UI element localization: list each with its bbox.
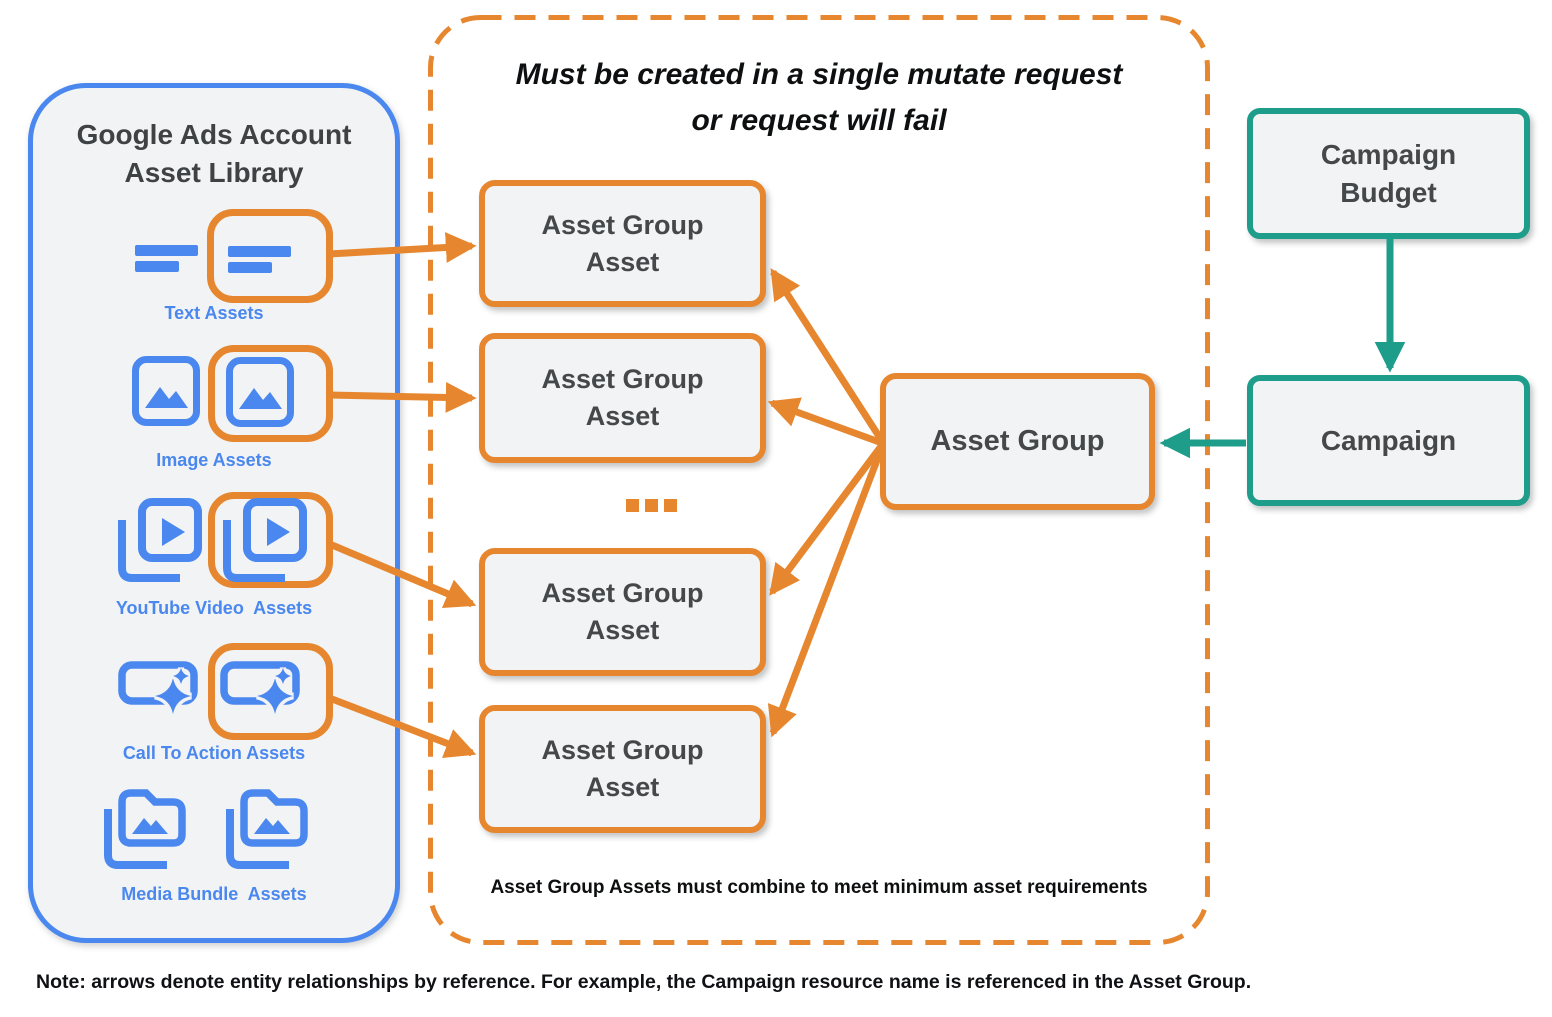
campaign-budget-box: Campaign Budget xyxy=(1247,108,1530,239)
library-title: Google Ads Account Asset Library xyxy=(76,119,352,188)
arrow-asset-group-to-box3 xyxy=(769,442,885,596)
asset-group-box: Asset Group xyxy=(880,373,1155,510)
call-to-action-asset-icon xyxy=(220,661,300,715)
asset-group-asset-label: Asset Group Asset xyxy=(541,578,704,645)
minimum-requirements-caption: Asset Group Assets must combine to meet … xyxy=(490,877,1148,898)
footnote: Note: arrows denote entity relationships… xyxy=(36,971,1252,993)
selected-cta-asset-outline xyxy=(208,643,333,740)
campaign-label: Campaign xyxy=(1320,424,1457,456)
arrow-asset-group-to-box4 xyxy=(767,445,886,738)
call-to-action-asset-icon xyxy=(118,661,198,715)
ellipsis-dots xyxy=(626,499,677,512)
youtube-assets-label: YouTube Video Assets xyxy=(115,598,313,618)
asset-group-asset-box-4: Asset Group Asset xyxy=(479,705,766,833)
asset-group-label: Asset Group xyxy=(930,425,1105,457)
text-assets-label: Text Assets xyxy=(164,303,264,323)
selected-youtube-asset-outline xyxy=(208,492,333,588)
mutate-panel-title: Must be created in a single mutate reque… xyxy=(515,58,1123,137)
youtube-video-asset-icon xyxy=(223,498,307,582)
media-bundle-asset-icon xyxy=(226,789,308,869)
image-asset-icon xyxy=(226,357,294,427)
asset-group-asset-label: Asset Group Asset xyxy=(541,209,704,277)
image-asset-icon xyxy=(132,356,200,426)
arrow-asset-group-to-box2 xyxy=(767,397,884,447)
youtube-video-asset-icon xyxy=(118,498,202,582)
asset-group-asset-label: Asset Group Asset xyxy=(541,364,704,431)
asset-group-asset-box-1: Asset Group Asset xyxy=(479,180,766,307)
asset-group-asset-box-3: Asset Group Asset xyxy=(479,548,766,676)
image-assets-label: Image Assets xyxy=(156,450,272,470)
asset-group-asset-box-2: Asset Group Asset xyxy=(479,333,766,463)
text-asset-icon xyxy=(135,245,198,272)
text-asset-icon xyxy=(228,246,291,273)
asset-group-asset-label: Asset Group Asset xyxy=(541,735,704,802)
media-bundle-asset-icon xyxy=(104,789,186,869)
arrow-asset-group-to-box1 xyxy=(770,268,885,443)
media-bundle-assets-label: Media Bundle Assets xyxy=(121,884,307,904)
cta-assets-label: Call To Action Assets xyxy=(122,743,306,763)
campaign-box: Campaign xyxy=(1247,375,1530,506)
campaign-budget-label: Campaign Budget xyxy=(1320,138,1457,208)
